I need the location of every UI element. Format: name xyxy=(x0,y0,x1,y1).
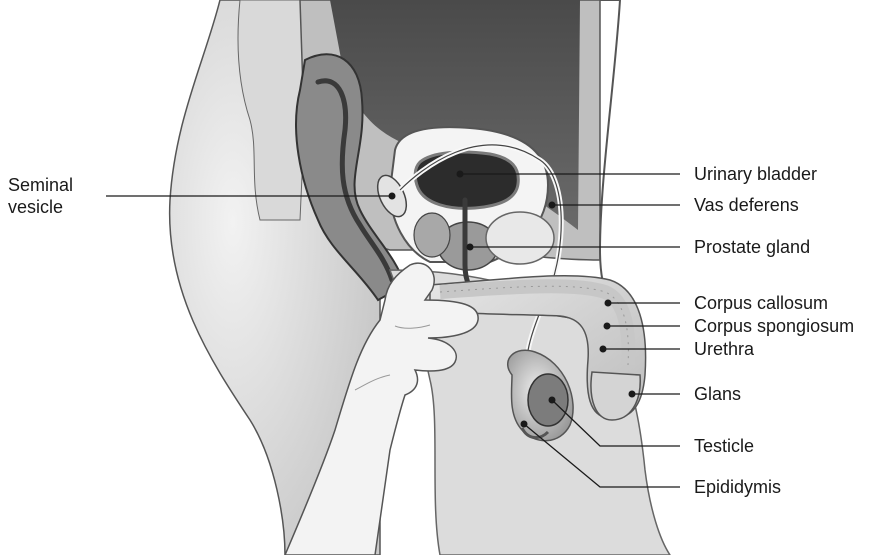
label-epididymis: Epididymis xyxy=(694,476,781,498)
label-glans: Glans xyxy=(694,383,741,405)
testicle-shape xyxy=(528,374,568,426)
label-testicle: Testicle xyxy=(694,435,754,457)
label-corpus-spongiosum: Corpus spongiosum xyxy=(694,315,854,337)
label-seminal-vesicle: Seminal vesicle xyxy=(8,174,73,218)
label-prostate-gland: Prostate gland xyxy=(694,236,810,258)
label-urethra: Urethra xyxy=(694,338,754,360)
label-urinary-bladder: Urinary bladder xyxy=(694,163,817,185)
label-vas-deferens: Vas deferens xyxy=(694,194,799,216)
label-corpus-callosum: Corpus callosum xyxy=(694,292,828,314)
pubic-bone xyxy=(486,212,554,264)
label-seminal-vesicle-line2: vesicle xyxy=(8,196,73,218)
label-seminal-vesicle-line1: Seminal xyxy=(8,174,73,196)
